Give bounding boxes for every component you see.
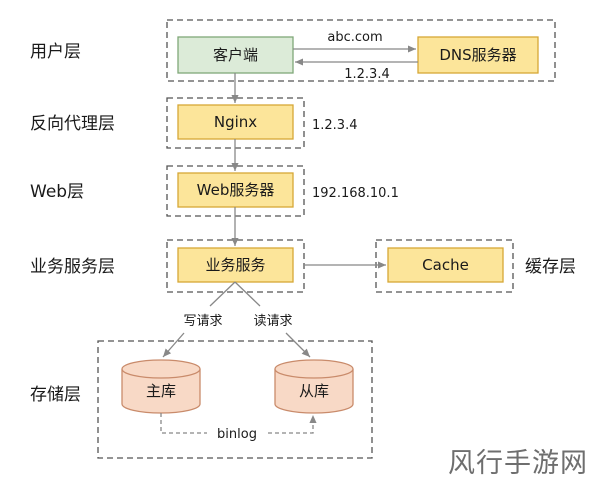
master-db-label: 主库: [146, 382, 176, 400]
read-request-arrow: [234, 281, 310, 357]
write-request-label: 写请求: [183, 314, 222, 329]
business-service-label: 业务服务: [205, 256, 265, 274]
client-node: [177, 36, 294, 74]
business-layer-label: 业务服务层: [30, 257, 115, 277]
binlog-replication-arrow: [160, 413, 313, 434]
slave-db-label: 从库: [299, 382, 329, 400]
master-db-cylinder: [121, 359, 201, 414]
business-service-node: [177, 247, 294, 283]
read-request-label: 读请求: [253, 314, 292, 329]
cache-node: [387, 247, 504, 283]
dns-node: [417, 36, 539, 74]
user-layer-group: [166, 19, 556, 82]
web-server-node: [177, 172, 294, 208]
dns-label: DNS服务器: [439, 46, 516, 64]
user-layer-label: 用户层: [30, 42, 81, 62]
dns-reply-label: 1.2.3.4: [344, 67, 389, 82]
watermark: 风行手游网: [448, 448, 588, 479]
client-label: 客户端: [213, 46, 258, 64]
binlog-label: binlog: [217, 427, 257, 442]
write-request-arrow: [163, 281, 236, 357]
proxy-layer-label: 反向代理层: [30, 114, 115, 134]
web-server-label: Web服务器: [197, 181, 275, 199]
storage-layer-label: 存储层: [30, 385, 81, 405]
cache-layer-label: 缓存层: [525, 257, 576, 277]
nginx-label: Nginx: [214, 113, 257, 131]
dns-query-label: abc.com: [327, 30, 382, 45]
nginx-node: [177, 104, 294, 140]
cache-label: Cache: [422, 256, 469, 274]
business-layer-group: [166, 239, 305, 293]
nginx-ip-label: 1.2.3.4: [312, 118, 357, 133]
storage-layer-group: [97, 340, 373, 459]
cache-layer-group: [375, 239, 514, 293]
web-ip-label: 192.168.10.1: [312, 186, 399, 201]
web-layer-label: Web层: [30, 182, 84, 202]
